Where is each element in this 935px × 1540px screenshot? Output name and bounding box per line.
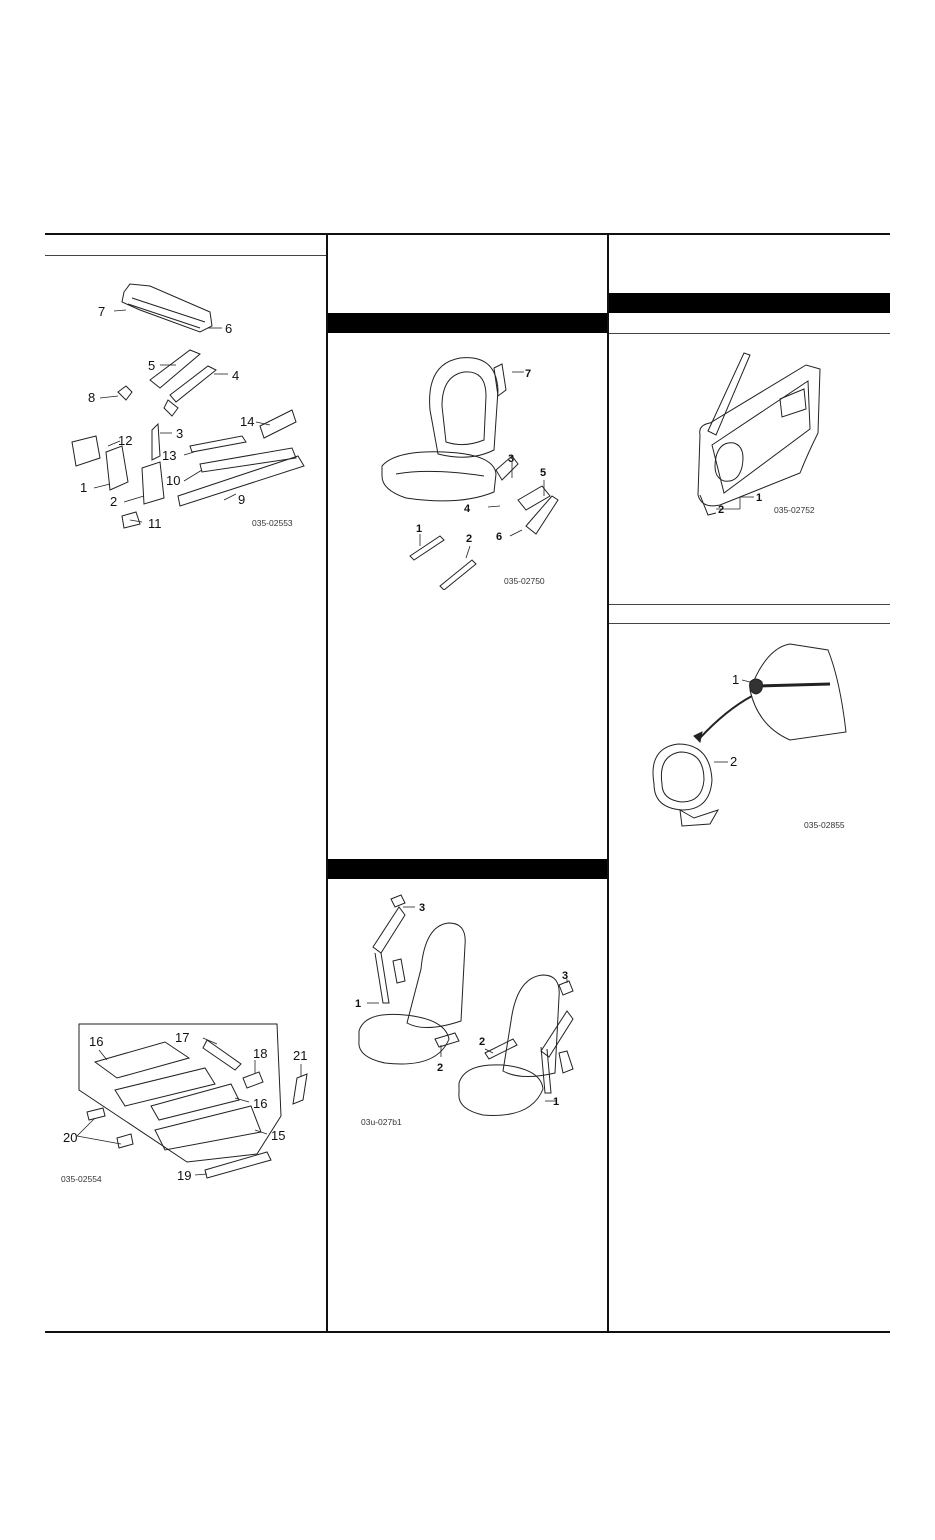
callout-3: 3 (508, 453, 514, 465)
callout-21: 21 (293, 1048, 307, 1063)
callout-1: 1 (416, 523, 422, 535)
callout-10: 10 (166, 473, 180, 488)
callout-9: 9 (238, 492, 245, 507)
callout-4: 4 (232, 368, 239, 383)
callout-7: 7 (98, 304, 105, 319)
door-section-band (609, 293, 890, 313)
mirror-figure: 1 2 035-02855 (652, 643, 847, 830)
callout-16b: 16 (253, 1096, 267, 1111)
figure-code: 035-02553 (252, 518, 293, 528)
callout-2: 2 (110, 494, 117, 509)
callout-11: 11 (148, 516, 162, 531)
callout-16a: 16 (89, 1034, 103, 1049)
seat-figure: 7 3 5 4 6 1 2 035-02750 (381, 357, 559, 590)
figure-code: 03u-027b1 (361, 1117, 402, 1127)
callout-1a: 1 (355, 998, 361, 1010)
figure-code: 035-02554 (61, 1174, 102, 1184)
callout-1: 1 (756, 492, 762, 504)
callout-14: 14 (240, 414, 254, 429)
bottom-rule (45, 1331, 890, 1333)
figure-code: 035-02750 (504, 576, 545, 586)
callout-5: 5 (540, 467, 546, 479)
seatbelt-section-band (328, 859, 607, 879)
callout-6: 6 (225, 321, 232, 336)
callout-2a: 2 (437, 1062, 443, 1074)
callout-2b: 2 (479, 1036, 485, 1048)
callout-5: 5 (148, 358, 155, 373)
callout-13: 13 (162, 448, 176, 463)
callout-1b: 1 (553, 1096, 559, 1108)
mirror-header-rule-top (609, 604, 890, 605)
body-front-figure: 7 6 5 4 8 3 12 13 14 1 2 10 9 11 035-025… (71, 283, 305, 531)
callout-2: 2 (718, 504, 724, 516)
door-subheader-rule (609, 333, 890, 334)
callout-3a: 3 (419, 902, 425, 914)
figure-code: 035-02752 (774, 505, 815, 515)
callout-12: 12 (118, 433, 132, 448)
callout-6: 6 (496, 531, 502, 543)
seatbelt-figure: 3 3 1 2 2 1 03u-027b1 (355, 894, 574, 1127)
callout-18: 18 (253, 1046, 267, 1061)
callout-2: 2 (466, 533, 472, 545)
callout-4: 4 (464, 503, 471, 515)
callout-7: 7 (525, 368, 531, 380)
callout-3: 3 (176, 426, 183, 441)
column-divider-1 (326, 233, 328, 1333)
callout-19: 19 (177, 1168, 191, 1183)
callout-1: 1 (732, 672, 739, 687)
door-figure: 1 2 035-02752 (697, 352, 821, 516)
seat-section-band (328, 313, 607, 333)
callout-15: 15 (271, 1128, 285, 1143)
top-rule (45, 233, 890, 235)
callout-2: 2 (730, 754, 737, 769)
col1-header-rule (45, 255, 326, 256)
callout-17: 17 (175, 1030, 189, 1045)
column-divider-2 (607, 233, 609, 1333)
body-floor-figure: 16 17 18 21 16 15 20 19 035-02554 (61, 1023, 308, 1184)
mirror-header-rule-bottom (609, 623, 890, 624)
callout-8: 8 (88, 390, 95, 405)
callout-20: 20 (63, 1130, 77, 1145)
figure-code: 035-02855 (804, 820, 845, 830)
callout-3b: 3 (562, 970, 568, 982)
callout-1: 1 (80, 480, 87, 495)
